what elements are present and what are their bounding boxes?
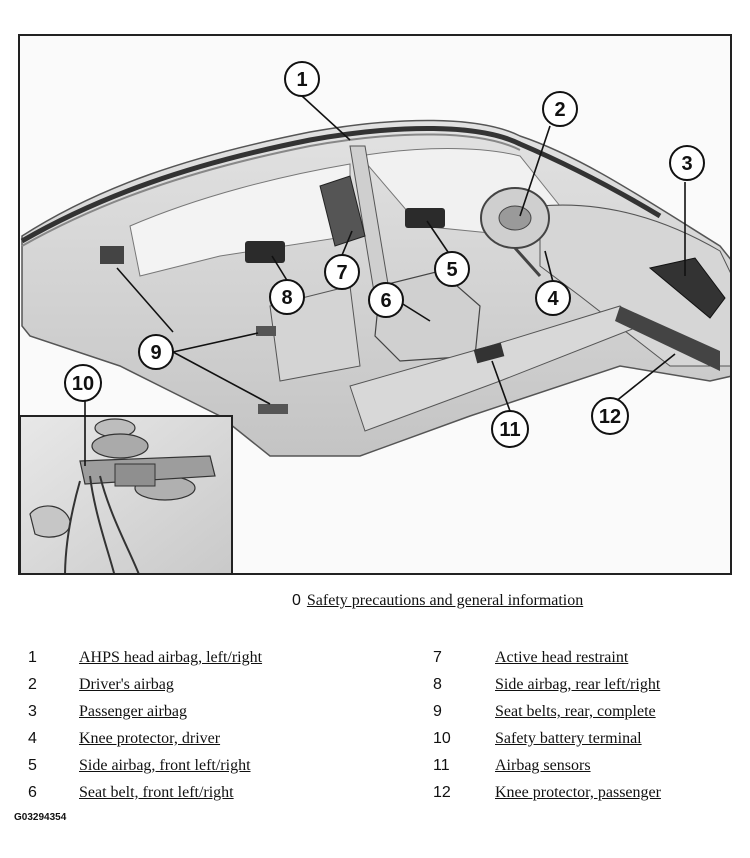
callout-3: 3 <box>669 145 705 181</box>
legend-link[interactable]: Seat belts, rear, complete <box>495 703 656 720</box>
legend-number: 8 <box>433 676 442 693</box>
svg-text:3: 3 <box>681 153 692 175</box>
svg-text:4: 4 <box>547 288 559 310</box>
legend-number: 6 <box>28 784 37 801</box>
legend-number: 10 <box>433 730 451 747</box>
reference-number: 0 <box>292 592 301 609</box>
safety-precautions-link[interactable]: Safety precautions and general informati… <box>306 592 584 609</box>
legend-number: 12 <box>433 784 451 801</box>
callout-7: 7 <box>324 254 360 290</box>
legend-link[interactable]: Knee protector, driver <box>79 730 221 747</box>
legend-number: 11 <box>433 757 450 774</box>
callout-4: 4 <box>535 280 571 316</box>
reference-link-row: 0 Safety precautions and general informat… <box>292 592 583 610</box>
legend-link[interactable]: Airbag sensors <box>495 757 591 774</box>
svg-text:12: 12 <box>599 406 621 428</box>
svg-text:10: 10 <box>72 373 94 395</box>
legend-link[interactable]: AHPS head airbag, left/right <box>79 649 263 666</box>
battery-terminal-inset <box>20 415 233 573</box>
legend-link[interactable]: Safety battery terminal <box>495 730 642 747</box>
airbag-system-diagram: 1 2 3 4 5 6 7 8 9 10 11 12 <box>18 34 732 575</box>
svg-text:2: 2 <box>554 99 565 121</box>
leader-lines <box>84 95 686 466</box>
legend-number: 2 <box>28 676 37 693</box>
callout-12: 12 <box>591 397 629 435</box>
legend-number: 7 <box>433 649 442 666</box>
callout-8: 8 <box>269 279 305 315</box>
legend-link[interactable]: Knee protector, passenger <box>495 784 661 801</box>
callout-1: 1 <box>284 61 320 97</box>
legend-link[interactable]: Passenger airbag <box>79 703 187 720</box>
callout-5: 5 <box>434 251 470 287</box>
svg-text:5: 5 <box>446 259 457 281</box>
legend-number: 3 <box>28 703 37 720</box>
callout-2: 2 <box>542 91 578 127</box>
svg-text:7: 7 <box>336 262 347 284</box>
figure-code: G03294354 <box>14 812 67 823</box>
callouts: 1 2 3 4 5 6 7 8 9 10 11 12 <box>64 61 705 448</box>
legend-number: 1 <box>28 649 37 666</box>
legend-number: 4 <box>28 730 37 747</box>
svg-text:6: 6 <box>380 290 391 312</box>
legend-link[interactable]: Side airbag, front left/right <box>79 757 251 774</box>
callout-9: 9 <box>138 334 174 370</box>
vehicle-illustration: 1 2 3 4 5 6 7 8 9 10 11 12 <box>20 61 730 573</box>
svg-text:8: 8 <box>281 287 292 309</box>
legend-number: 9 <box>433 703 442 720</box>
legend-number: 5 <box>28 757 37 774</box>
svg-text:9: 9 <box>150 342 161 364</box>
svg-text:1: 1 <box>296 69 307 91</box>
callout-11: 11 <box>491 410 529 448</box>
legend-link[interactable]: Side airbag, rear left/right <box>495 676 661 693</box>
legend-link[interactable]: Seat belt, front left/right <box>79 784 234 801</box>
legend-link[interactable]: Active head restraint <box>495 649 629 666</box>
callout-6: 6 <box>368 282 404 318</box>
svg-text:11: 11 <box>499 419 520 441</box>
callout-10: 10 <box>64 364 102 402</box>
legend-link[interactable]: Driver's airbag <box>79 676 174 693</box>
